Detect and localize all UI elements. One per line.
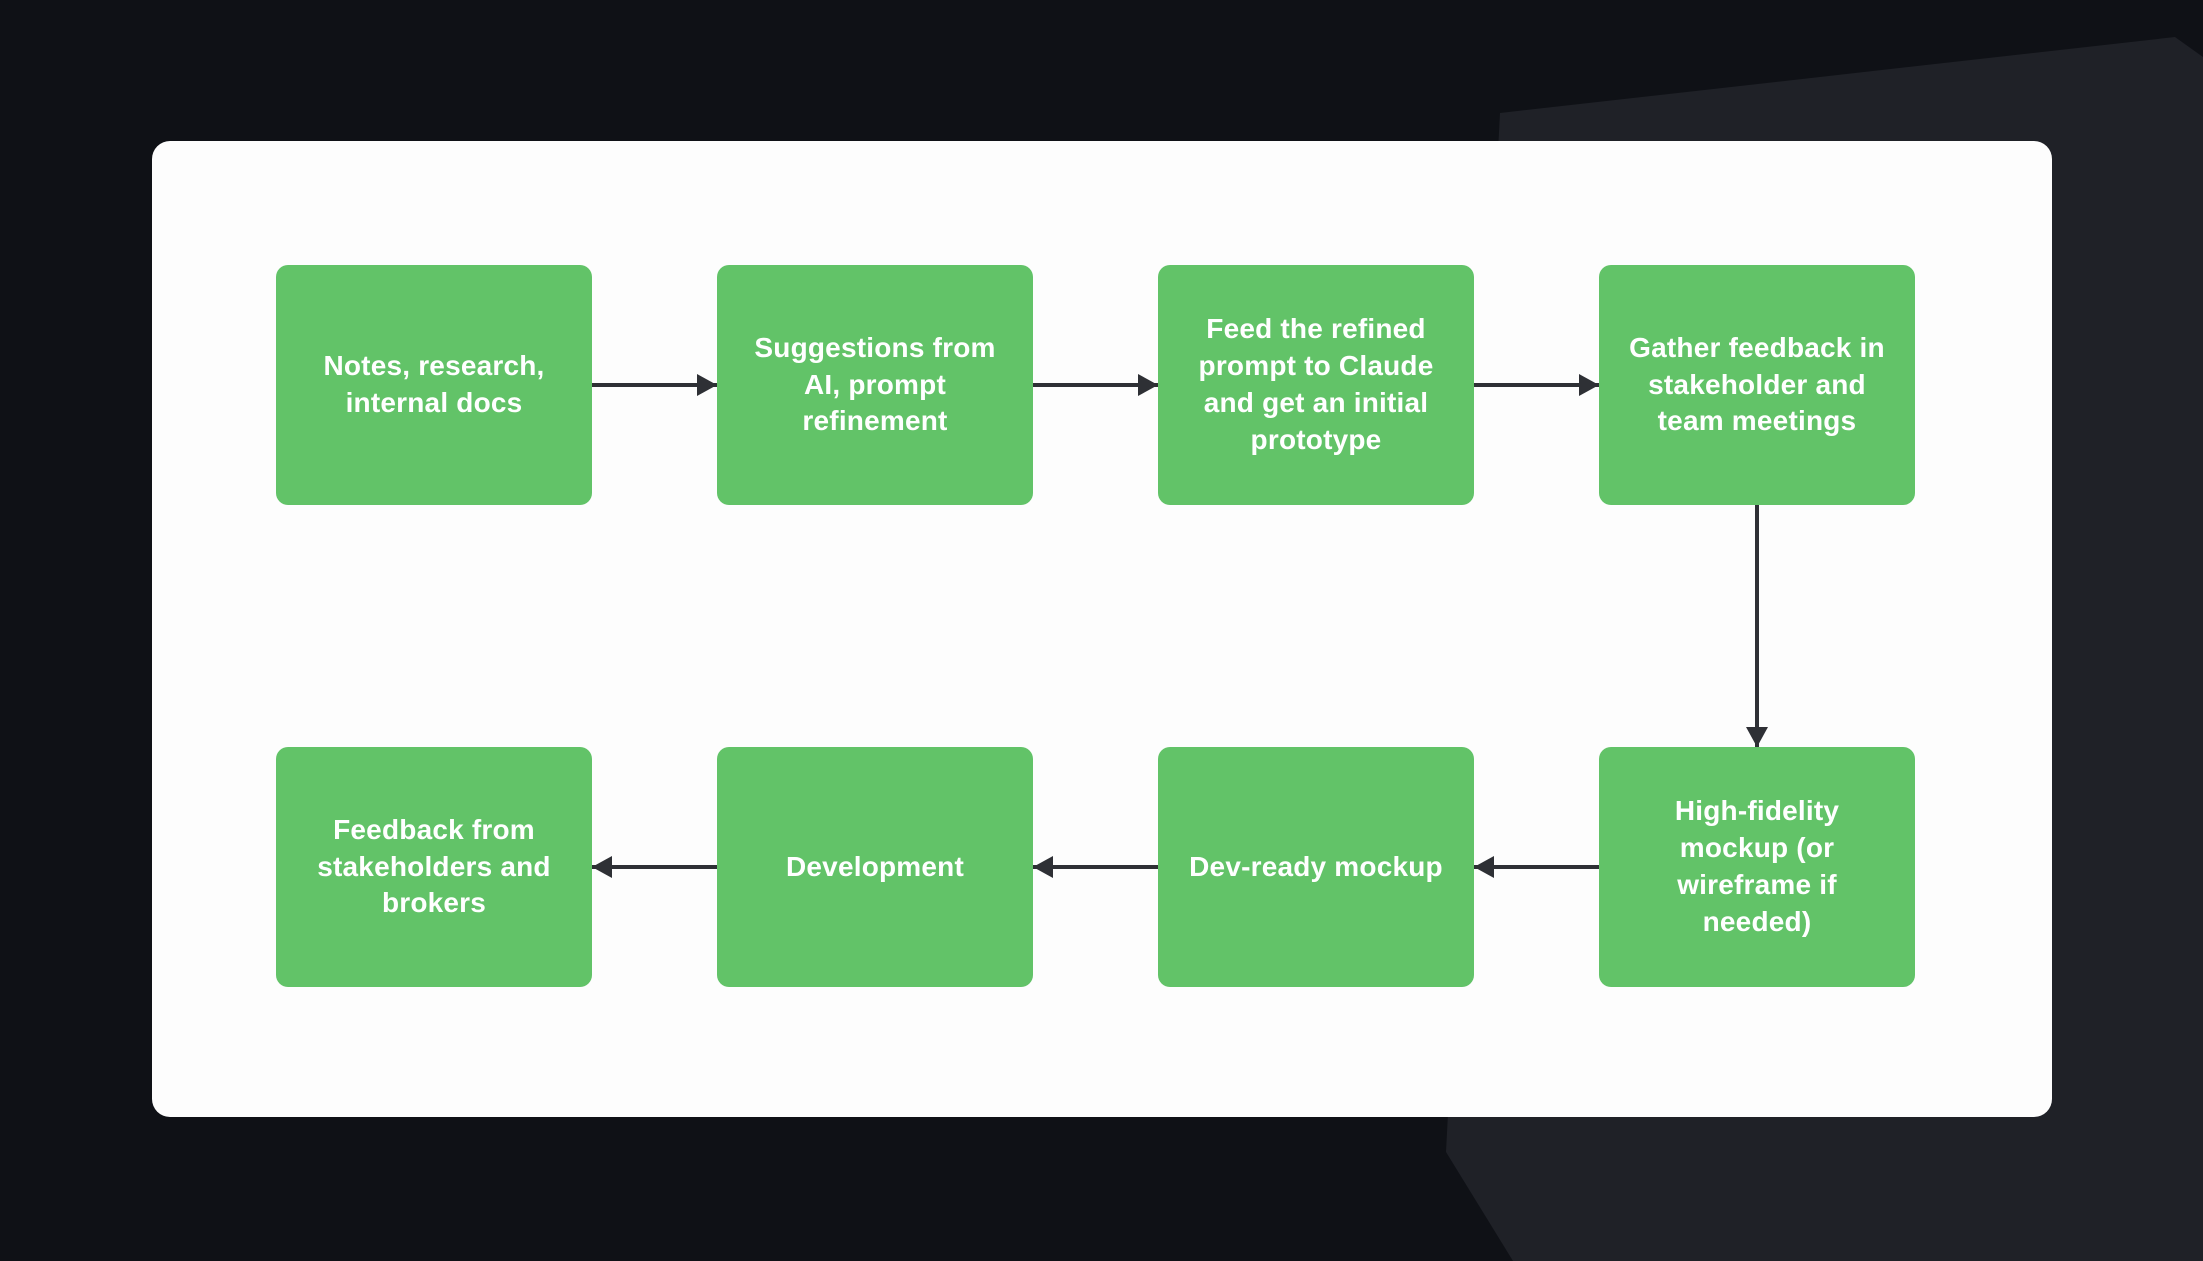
arrow-hifimockup-to-devready-icon <box>1474 856 1599 878</box>
flow-node-label: Notes, research, internal docs <box>323 350 545 418</box>
flow-node-gather-feedback: Gather feedback in stakeholder and team … <box>1599 265 1915 505</box>
arrow-feedprompt-to-gatherfeedback-icon <box>1474 374 1599 396</box>
arrow-gatherfeedback-to-hifimockup-icon <box>1746 505 1768 747</box>
flow-node-dev-ready-mockup: Dev-ready mockup <box>1158 747 1474 987</box>
arrow-notes-to-suggestions-icon <box>592 374 717 396</box>
flow-node-notes-research: Notes, research, internal docs <box>276 265 592 505</box>
flow-node-label: Feedback from stakeholders and brokers <box>317 813 551 919</box>
flow-node-label: Gather feedback in stakeholder and team … <box>1629 331 1885 437</box>
arrow-suggestions-to-feedprompt-icon <box>1033 374 1158 396</box>
flow-node-label: High-fidelity mockup (or wireframe if ne… <box>1674 795 1840 937</box>
flow-node-label: Development <box>785 850 965 882</box>
flow-node-feed-prompt: Feed the refined prompt to Claude and ge… <box>1158 265 1474 505</box>
flow-node-stakeholder-broker-feedback: Feedback from stakeholders and brokers <box>276 747 592 987</box>
flow-node-ai-suggestions: Suggestions from AI, prompt refinement <box>717 265 1033 505</box>
flow-node-label: Dev-ready mockup <box>1189 850 1443 882</box>
arrow-development-to-stakeholderfeedback-icon <box>592 856 717 878</box>
flow-node-label: Suggestions from AI, prompt refinement <box>754 331 996 437</box>
flow-node-label: Feed the refined prompt to Claude and ge… <box>1198 313 1434 455</box>
flow-node-development: Development <box>717 747 1033 987</box>
arrow-devready-to-development-icon <box>1033 856 1158 878</box>
flow-node-hifi-mockup: High-fidelity mockup (or wireframe if ne… <box>1599 747 1915 987</box>
